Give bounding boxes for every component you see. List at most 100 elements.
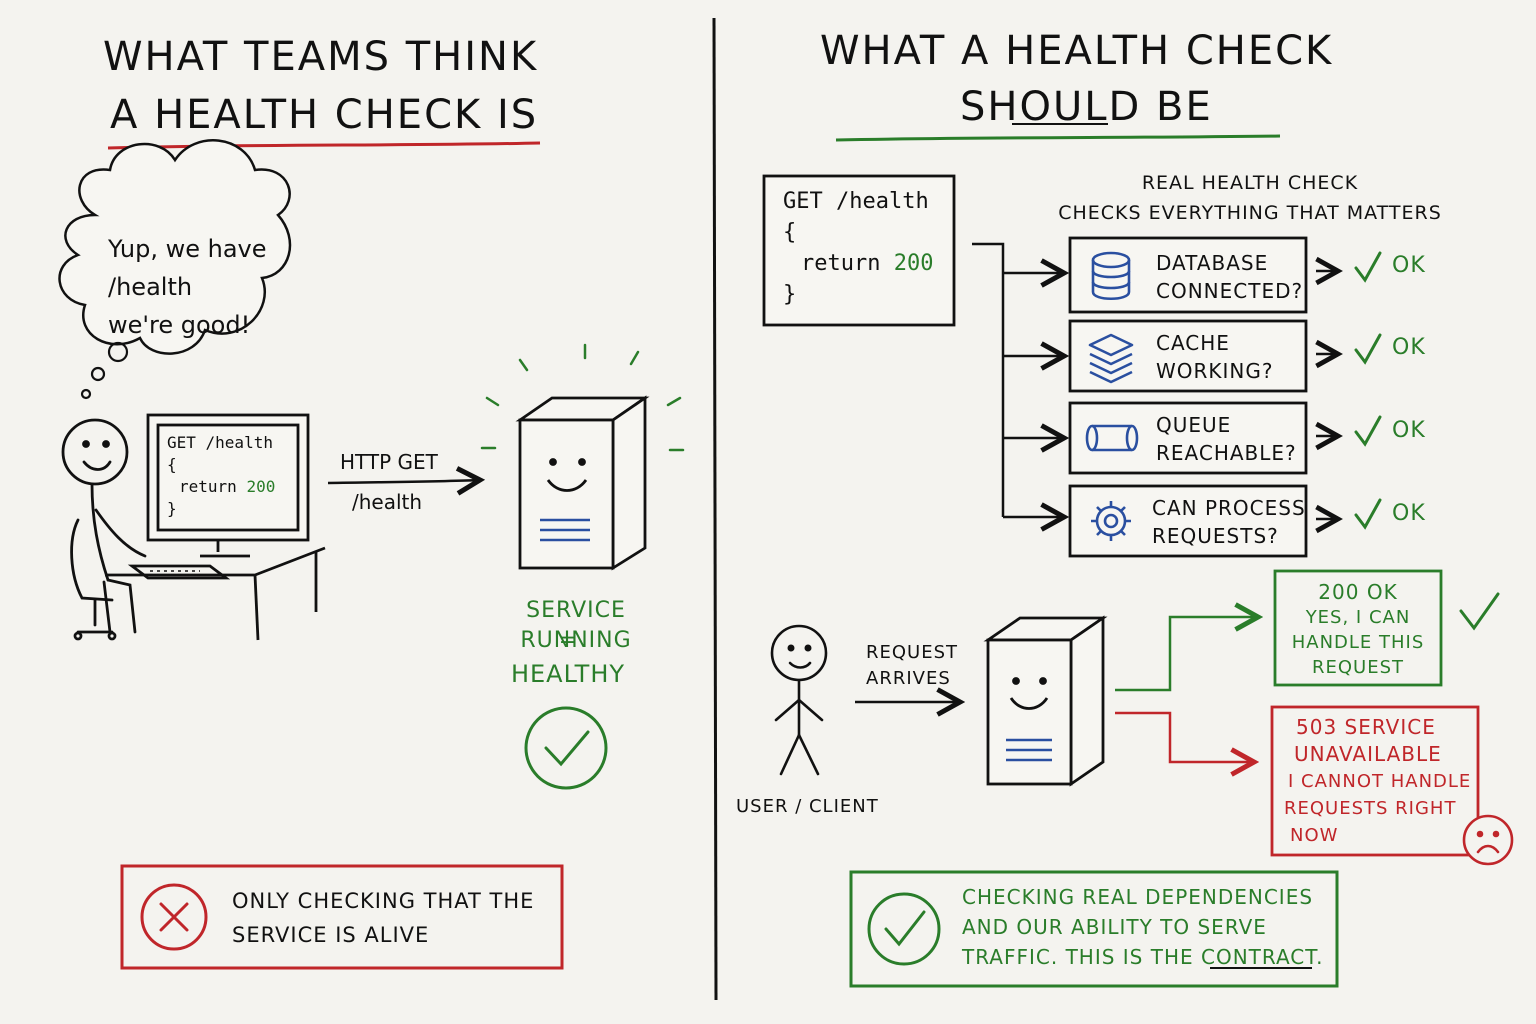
code-return-value: 200 (893, 251, 934, 276)
pipe-icon (1085, 424, 1139, 452)
right-title-line-1: WHAT A HEALTH CHECK (820, 28, 1334, 74)
thought-cloud (58, 139, 292, 355)
right-title-underline (835, 134, 1281, 142)
check-cache-label: CACHE WORKING? (1156, 329, 1274, 385)
thought-bubble-2 (90, 366, 106, 382)
status-arrows (1316, 271, 1338, 519)
check-database-line-2: CONNECTED? (1156, 279, 1304, 303)
server-glow-rays (480, 343, 685, 452)
thought-line-1: Yup, we have (108, 235, 267, 263)
check-queue-label: QUEUE REACHABLE? (1156, 411, 1297, 467)
right-bottom-line-2: AND OUR ABILITY TO SERVE (962, 915, 1267, 939)
code-line-2: { (783, 220, 797, 245)
left-title-underline (107, 141, 541, 150)
check-process-label: CAN PROCESS REQUESTS? (1152, 494, 1306, 550)
screen-return-value: 200 (246, 477, 276, 496)
check-box-process-frame (1068, 484, 1308, 558)
screen-line-4: } (167, 499, 177, 518)
user-figure (770, 624, 828, 776)
ok-box-line-1: 200 OK (1318, 580, 1398, 604)
request-label: REQUEST ARRIVES (866, 640, 958, 692)
code-line-4: } (783, 282, 797, 307)
gear-icon (1091, 501, 1131, 541)
fail-branch-arrow (1115, 711, 1254, 762)
contract-check-icon (867, 892, 941, 966)
status-check-marks (1354, 251, 1382, 530)
code-line-3: return 200 (783, 248, 933, 279)
thought-bubble-3 (80, 388, 92, 400)
left-bottom-line-2: SERVICE IS ALIVE (232, 923, 430, 947)
thought-line-3: we're good! (108, 311, 251, 339)
thought-text: Yup, we have /health we're good! (108, 230, 267, 344)
ok-box-line-2: YES, I CAN (1305, 607, 1411, 628)
left-title-line-2: A HEALTH CHECK IS (110, 92, 539, 138)
check-queue-line-2: REACHABLE? (1156, 441, 1297, 465)
check-cache-line-2: WORKING? (1156, 359, 1274, 383)
status-ok-process: OK (1392, 501, 1426, 526)
ok-branch-arrow (1115, 617, 1258, 692)
left-bottom-line-1: ONLY CHECKING THAT THE (232, 889, 535, 913)
check-database-line-1: DATABASE (1156, 251, 1269, 275)
right-title-line-2: SHOULD BE (960, 84, 1213, 130)
fail-box-line-4: REQUESTS RIGHT (1284, 798, 1457, 819)
code-line-1: GET /health (783, 189, 929, 214)
check-box-queue-frame (1068, 401, 1308, 475)
ok-box-line-3: HANDLE THIS (1291, 632, 1425, 653)
code-box-text: GET /health { return 200 } (783, 186, 933, 310)
fail-box-text: 503 SERVICE UNAVAILABLE I CANNOT HANDLE … (1284, 714, 1472, 849)
equals-sign: = (558, 628, 578, 653)
fail-box-line-1: 503 SERVICE (1296, 715, 1436, 739)
check-cache-line-1: CACHE (1156, 331, 1230, 355)
right-bottom-line-3: TRAFFIC. THIS IS THE CONTRACT. (962, 942, 1323, 972)
checks-heading: REAL HEALTH CHECK CHECKS EVERYTHING THAT… (1050, 168, 1450, 228)
sad-face-icon (1462, 814, 1514, 866)
thought-bubble-1 (107, 341, 129, 363)
center-divider (712, 17, 718, 1001)
request-label-line-2: ARRIVES (866, 668, 951, 689)
check-process-line-2: REQUESTS? (1152, 524, 1279, 548)
healthy-check-icon (524, 706, 608, 790)
contract-word: CONTRACT (1200, 945, 1317, 969)
screen-code: GET /health { return 200 } (167, 432, 275, 520)
left-server (515, 395, 650, 571)
screen-line-2: { (167, 455, 177, 474)
screen-line-1: GET /health (167, 433, 273, 452)
ok-box-line-4: REQUEST (1311, 657, 1405, 678)
database-icon (1091, 251, 1131, 301)
service-running-label: SERVICE RUNNING (520, 598, 632, 653)
right-bottom-line-3-start: TRAFFIC. THIS IS THE (962, 945, 1201, 969)
layers-icon (1088, 333, 1134, 384)
http-get-arrow (327, 480, 480, 483)
right-bottom-line-1: CHECKING REAL DEPENDENCIES (962, 885, 1314, 909)
fail-box-line-5: NOW (1290, 825, 1339, 846)
status-ok-queue: OK (1392, 418, 1426, 443)
checks-heading-line-1: REAL HEALTH CHECK (1141, 172, 1359, 194)
code-return-keyword: return (801, 251, 881, 276)
http-get-label: HTTP GET (340, 450, 438, 474)
healthy-label: HEALTHY (510, 660, 626, 688)
status-ok-cache: OK (1392, 335, 1426, 360)
right-bottom-box-text: CHECKING REAL DEPENDENCIES AND OUR ABILI… (962, 882, 1323, 972)
check-connectors (972, 242, 1064, 517)
right-bottom-box-frame (849, 870, 1339, 988)
http-get-path-label: /health (352, 490, 423, 514)
thought-line-2: /health (108, 273, 193, 301)
fail-box-line-3: I CANNOT HANDLE (1288, 771, 1472, 792)
fail-box-frame (1270, 705, 1480, 857)
checks-heading-line-2: CHECKS EVERYTHING THAT MATTERS (1058, 202, 1442, 224)
code-box-frame (762, 174, 956, 327)
right-server (983, 615, 1108, 787)
request-label-line-1: REQUEST (866, 642, 959, 663)
monitor (105, 413, 326, 641)
left-title-line-1: WHAT TEAMS THINK (103, 34, 539, 80)
screen-return-keyword: return (179, 477, 237, 496)
ok-box-text: 200 OK YES, I CAN HANDLE THIS REQUEST (1283, 580, 1433, 680)
check-box-database-frame (1068, 236, 1308, 314)
check-queue-line-1: QUEUE (1156, 413, 1232, 437)
left-bottom-box-frame (120, 864, 564, 970)
check-database-label: DATABASE CONNECTED? (1156, 249, 1303, 305)
screen-line-3: return 200 (167, 476, 275, 498)
ok-check-icon (1459, 592, 1500, 631)
developer-figure (61, 418, 147, 641)
